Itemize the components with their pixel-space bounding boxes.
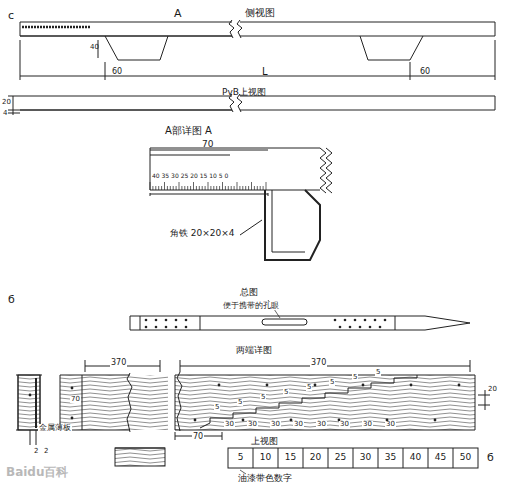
drawing-label: 5 bbox=[352, 374, 358, 381]
drawing-label: 侧视图 bbox=[245, 8, 275, 18]
drawing-label: 5 bbox=[375, 369, 381, 376]
drawing-label: 30 bbox=[385, 421, 396, 428]
drawing-label: 370 bbox=[110, 359, 127, 367]
drawing-label: 70 bbox=[70, 396, 81, 403]
drawing-label: 油漆带色数字 bbox=[238, 474, 292, 483]
drawing-label: 30 bbox=[247, 421, 258, 428]
drawing-label: 5 bbox=[283, 389, 289, 396]
table-cell: 5 bbox=[238, 453, 244, 462]
drawing-label: 370 bbox=[310, 359, 327, 367]
table-cell: 30 bbox=[360, 453, 371, 462]
drawing-label: 30 bbox=[270, 421, 281, 428]
drawing-label: 总图 bbox=[240, 288, 258, 297]
drawing-label: 4 bbox=[3, 110, 7, 117]
drawing-label: 70 bbox=[202, 140, 213, 149]
drawing-label: 5 bbox=[306, 384, 312, 391]
table-cell: 10 bbox=[260, 453, 271, 462]
drawing-label: 60 bbox=[112, 68, 122, 76]
table-cell: 40 bbox=[410, 453, 421, 462]
drawing-label: 2 bbox=[34, 448, 38, 455]
drawing-label: 5 bbox=[260, 394, 266, 401]
drawing-label: L bbox=[262, 67, 268, 77]
watermark: Baidu百科 bbox=[6, 466, 69, 478]
drawing-label: 角铁 20×20×4 bbox=[170, 229, 235, 238]
drawing-label: 60 bbox=[420, 68, 430, 76]
drawing-label: 30 bbox=[362, 421, 373, 428]
drawing-label: 5 bbox=[214, 404, 220, 411]
drawing-label: 70 bbox=[192, 433, 204, 441]
drawing-label: PvB上视图 bbox=[222, 88, 266, 97]
drawing-label: 30 bbox=[293, 421, 304, 428]
drawing-label: 20 bbox=[488, 386, 497, 393]
table-cell: 15 bbox=[285, 453, 296, 462]
drawing-label: 5 bbox=[237, 399, 243, 406]
drawing-label: 30 bbox=[224, 421, 235, 428]
drawing-label: б bbox=[8, 294, 15, 305]
drawing-label: 上视图 bbox=[250, 437, 279, 446]
drawing-label: 金属薄板 bbox=[38, 424, 72, 432]
drawing-label: c bbox=[8, 10, 14, 21]
drawing-label: 30 bbox=[316, 421, 327, 428]
table-cell: 50 bbox=[460, 453, 471, 462]
drawing-label: A bbox=[174, 8, 182, 19]
drawing-label: A部详图 A bbox=[165, 126, 212, 136]
table-cell: 45 bbox=[435, 453, 446, 462]
drawing-label: 便于携带的孔眼 bbox=[222, 302, 280, 310]
drawing-label: 5 bbox=[329, 379, 335, 386]
table-cell: 25 bbox=[335, 453, 346, 462]
drawing-label: 40 bbox=[90, 44, 99, 51]
drawing-label: 2 bbox=[44, 448, 48, 455]
drawing-label: 40 35 30 25 20 15 10 5 0 bbox=[152, 173, 228, 179]
drawing-label: 30 bbox=[339, 421, 350, 428]
drawing-label: 20 bbox=[2, 99, 11, 106]
drawing-label: 两端详图 bbox=[236, 346, 272, 355]
table-cell: 20 bbox=[310, 453, 321, 462]
table-cell: 35 bbox=[385, 453, 396, 462]
drawing-label: б bbox=[487, 452, 494, 463]
